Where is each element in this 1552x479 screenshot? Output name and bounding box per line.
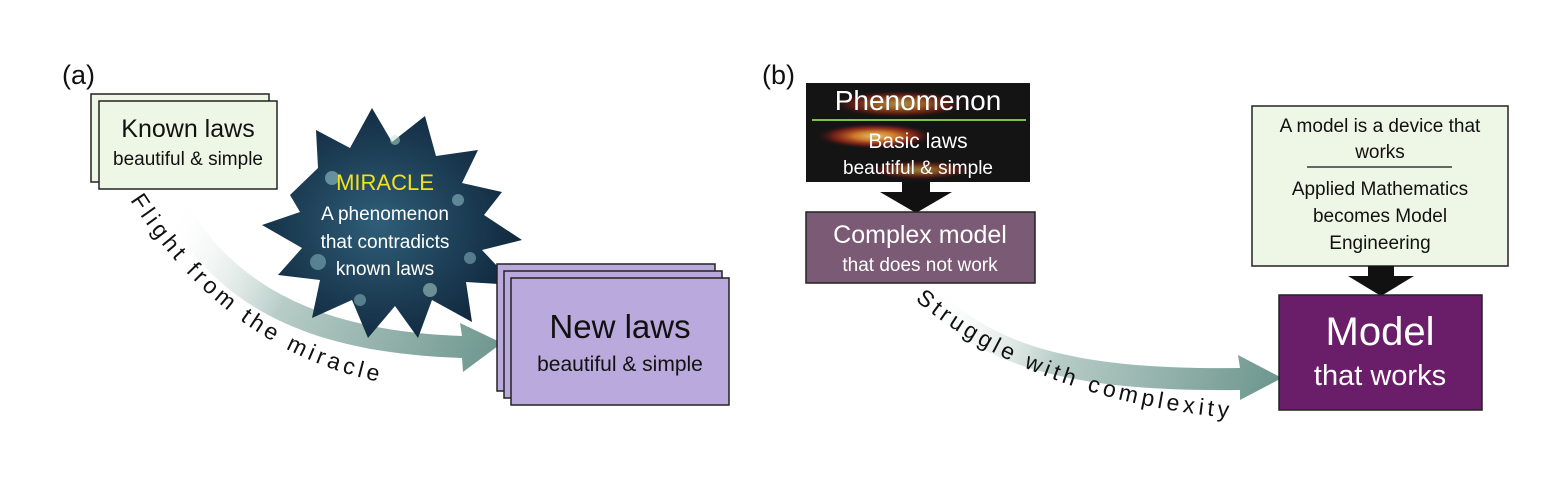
phenomenon-line-1: Basic laws [868,130,967,153]
phenomenon-line-2: beautiful & simple [843,158,993,179]
down-arrow-2 [1348,266,1414,296]
model-subtitle: that works [1314,360,1446,392]
miracle-line-2: that contradicts [321,232,450,253]
note-line-4: becomes Model [1313,206,1447,227]
note-line-1: A model is a device that [1280,116,1481,137]
new-laws-title: New laws [549,308,690,345]
new-laws-subtitle: beautiful & simple [537,353,703,376]
known-laws-box: Known laws beautiful & simple [90,93,278,190]
down-arrow-1 [880,182,952,213]
miracle-line-3: known laws [336,259,434,280]
model-note-box: A model is a device that works Applied M… [1251,105,1509,267]
flight-arrow [152,180,502,372]
complex-model-title: Complex model [833,221,1007,249]
struggle-arrow [912,283,1282,400]
known-laws-title: Known laws [121,115,254,143]
panel-a-label: (a) [62,60,95,90]
phenomenon-title: Phenomenon [835,85,1002,116]
note-line-5: Engineering [1329,233,1430,254]
miracle-line-1: A phenomenon [321,204,449,225]
struggle-arrow-text: Struggle with complexity [912,284,1231,423]
complex-model-subtitle: that does not work [842,255,998,276]
struggle-arrow-label: Struggle with complexity [912,284,1235,423]
miracle-burst: MIRACLE A phenomenon that contradicts kn… [262,108,522,338]
model-works-box: Model that works [1278,294,1483,411]
model-title: Model [1326,310,1435,354]
new-laws-box: New laws beautiful & simple [496,263,730,406]
complex-model-box: Complex model that does not work [805,211,1036,284]
known-laws-subtitle: beautiful & simple [113,149,263,170]
miracle-title: MIRACLE [336,170,434,195]
note-line-2: works [1354,142,1405,163]
panel-b-label: (b) [762,60,795,90]
note-line-3: Applied Mathematics [1292,179,1468,200]
phenomenon-box: Phenomenon Basic laws beautiful & simple [806,83,1030,182]
